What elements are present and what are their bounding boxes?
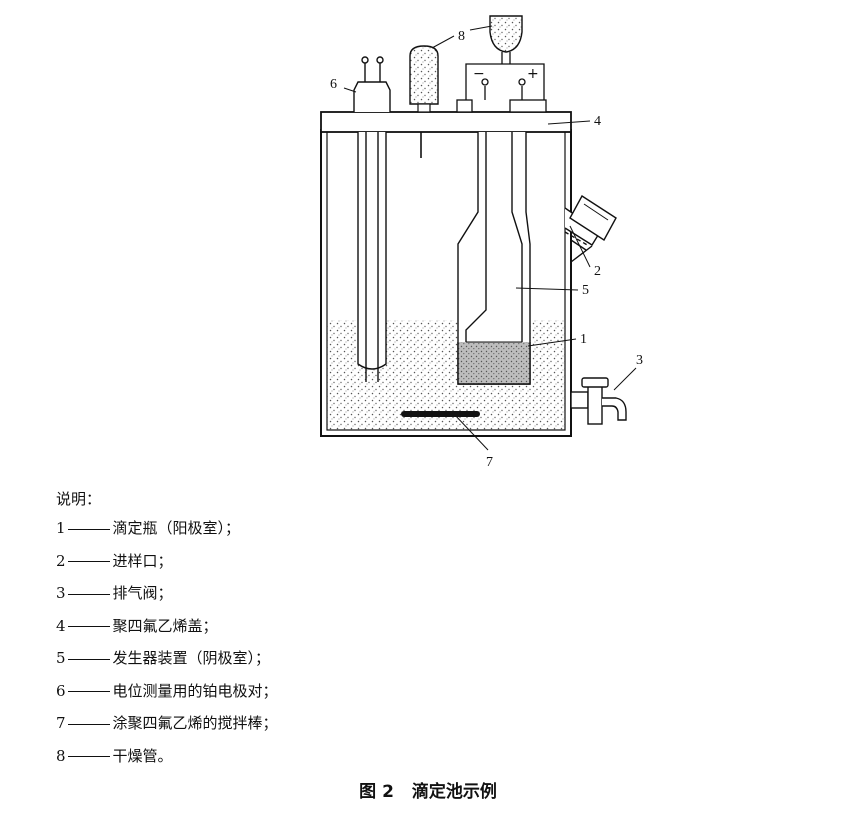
generator-cathode-compartment <box>457 132 531 385</box>
titration-cell-diagram: − + 1 <box>320 15 643 470</box>
platinum-electrode-pair <box>353 56 391 382</box>
ptfe-stirring-bar <box>401 411 480 417</box>
exhaust-valve <box>570 377 627 425</box>
negative-terminal-label: − <box>473 66 485 82</box>
callout-7: 7 <box>486 455 493 470</box>
callout-3: 3 <box>636 353 643 368</box>
figure-title: 滴定池示例 <box>411 782 497 802</box>
callout-6: 6 <box>330 77 337 92</box>
lid-socket-right <box>509 99 547 113</box>
positive-terminal-label: + <box>527 66 539 82</box>
callout-8: 8 <box>458 29 465 44</box>
callout-4: 4 <box>594 114 601 129</box>
leader-lines <box>343 25 637 451</box>
drying-tube-top <box>489 15 523 64</box>
callout-1: 1 <box>580 332 587 347</box>
lid-socket-left <box>456 99 473 113</box>
figure-caption: 图 2 滴定池示例 <box>0 777 856 802</box>
figure-number: 图 2 <box>359 782 394 802</box>
callout-5: 5 <box>582 283 589 298</box>
sample-inlet <box>564 195 617 263</box>
callout-2: 2 <box>594 264 601 279</box>
drying-tube-left <box>409 45 439 158</box>
power-leads <box>465 63 545 100</box>
legend-title: 说明： <box>56 490 102 508</box>
ptfe-lid <box>320 111 572 133</box>
